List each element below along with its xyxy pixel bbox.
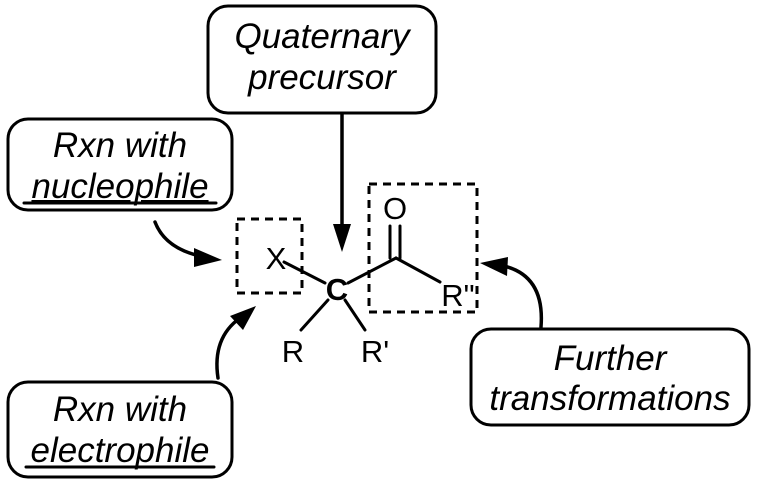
molecule: X C O R R' R" bbox=[235, 182, 479, 369]
electrophile-box bbox=[6, 380, 234, 479]
bond-carbonyl-r2 bbox=[394, 256, 442, 284]
bond-c-rprime bbox=[343, 298, 367, 332]
nucleophile-line1: Rxn with bbox=[53, 126, 187, 165]
electrophile-line2: electrophile bbox=[31, 431, 210, 470]
arrow-electrophile bbox=[215, 306, 256, 380]
arrow-nucleophile bbox=[153, 220, 222, 267]
atom-x: X bbox=[266, 241, 287, 276]
further-transformations-line1: Further bbox=[554, 339, 668, 378]
further-transformations-line2: transformations bbox=[489, 379, 730, 418]
further-transformations-box bbox=[469, 327, 751, 427]
quaternary-precursor-line1: Quaternary bbox=[234, 17, 412, 56]
atom-r-double-prime: R" bbox=[441, 278, 474, 313]
bond-x-c bbox=[282, 260, 327, 285]
nucleophile-box bbox=[6, 117, 234, 212]
bond-c-carbonyl bbox=[346, 256, 398, 285]
electrophile-callout: Rxn with electrophile bbox=[6, 380, 234, 479]
carbonyl-highlight bbox=[367, 182, 479, 314]
atom-r: R bbox=[282, 334, 304, 369]
atom-central-carbon: C bbox=[326, 272, 348, 307]
quaternary-precursor-callout: Quaternary precursor bbox=[206, 4, 438, 115]
electrophile-line1: Rxn with bbox=[53, 390, 187, 429]
quaternary-precursor-line2: precursor bbox=[247, 58, 397, 97]
atom-oxygen: O bbox=[383, 191, 407, 226]
further-transformations-callout: Further transformations bbox=[469, 327, 751, 427]
bond-c-r bbox=[299, 298, 330, 332]
atom-r-prime: R' bbox=[361, 334, 389, 369]
leaving-group-highlight bbox=[235, 217, 304, 295]
quaternary-precursor-box bbox=[206, 4, 438, 115]
arrow-quaternary bbox=[333, 112, 351, 252]
nucleophile-callout: Rxn with nucleophile bbox=[6, 117, 234, 212]
nucleophile-line2: nucleophile bbox=[31, 167, 208, 206]
arrow-further bbox=[480, 257, 544, 329]
